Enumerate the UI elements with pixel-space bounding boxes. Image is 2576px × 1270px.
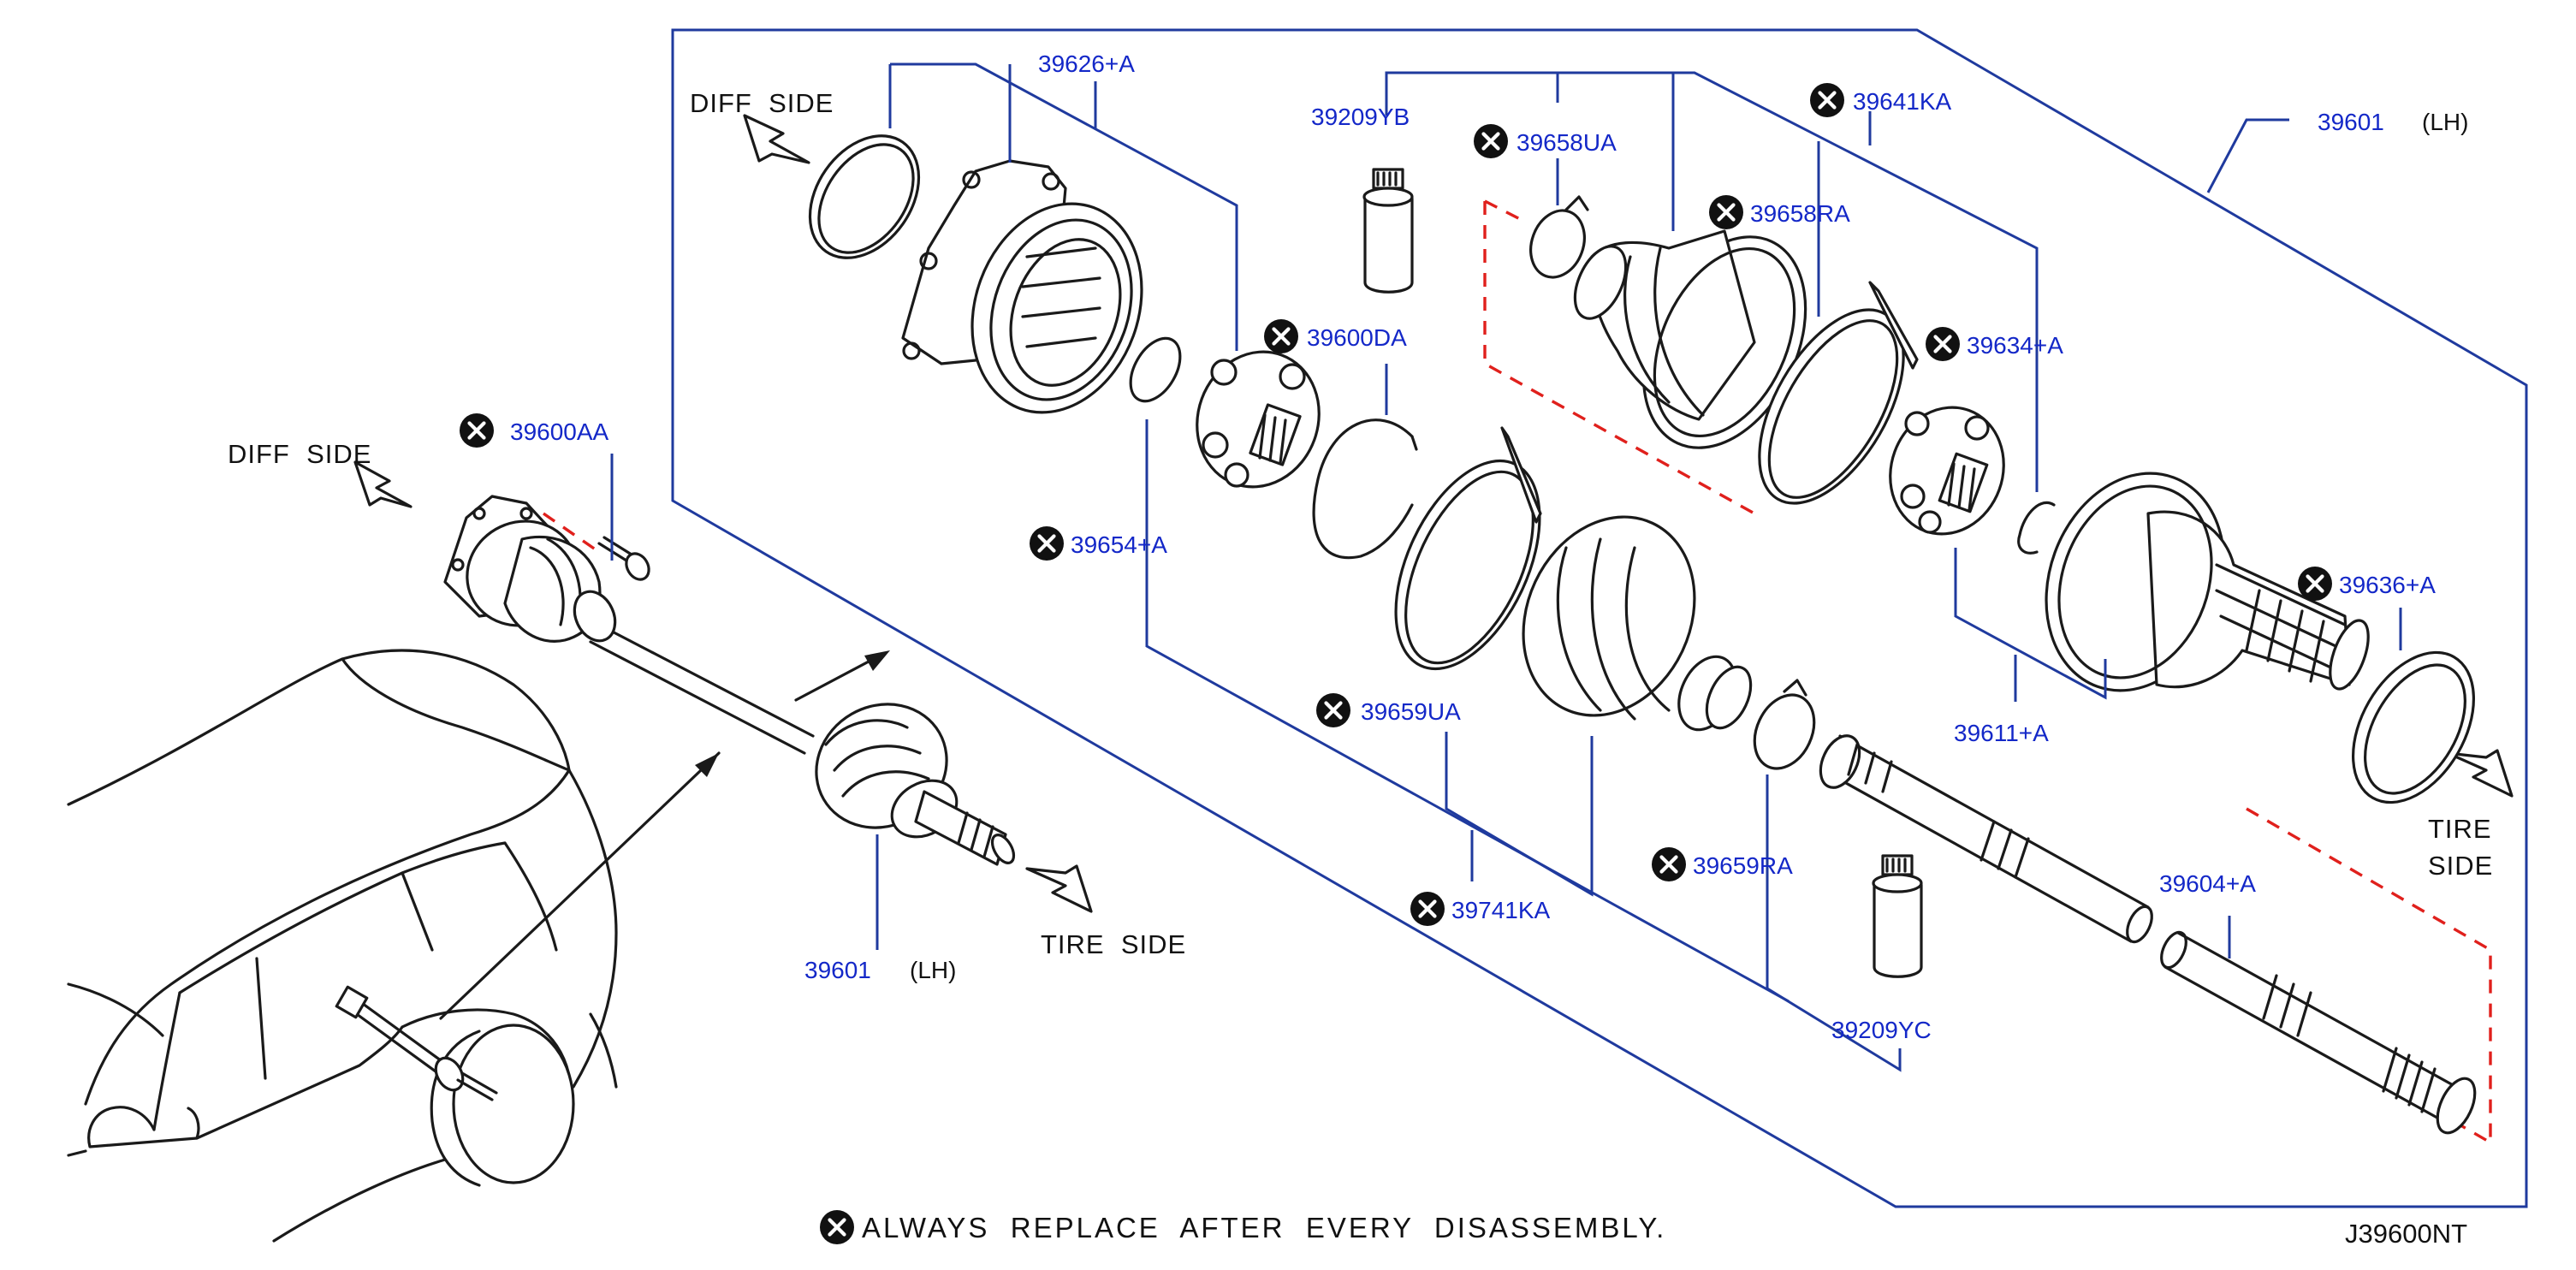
grease-tube bbox=[1872, 854, 1923, 978]
diff-side-label: DIFF SIDE bbox=[228, 439, 371, 469]
x-in-circle-icon bbox=[1810, 83, 1844, 117]
hollow-arrow-icon bbox=[1025, 864, 1093, 913]
assembly-part-number: 39601 bbox=[2318, 109, 2384, 135]
part-number-39600da: 39600DA bbox=[1307, 324, 1407, 351]
tire-side-label: TIRE SIDE bbox=[1041, 929, 1186, 959]
vehicle-sketch bbox=[67, 649, 618, 1243]
hollow-arrow-icon bbox=[2446, 749, 2514, 798]
circlip bbox=[1129, 336, 1182, 403]
diagram-code: J39600NT bbox=[2345, 1219, 2467, 1249]
assembly-part-number-small: 39601 bbox=[804, 957, 871, 983]
small-boot-band bbox=[1529, 209, 1586, 279]
hidden-lines bbox=[1483, 199, 2492, 1145]
inner-boot bbox=[1522, 515, 1753, 732]
hollow-arrow-icon bbox=[353, 460, 413, 508]
x-in-circle-icon bbox=[2298, 567, 2332, 601]
replacement-note: ALWAYS REPLACE AFTER EVERY DISASSEMBLY. bbox=[862, 1212, 1666, 1243]
tire-side-label: TIRE bbox=[2428, 814, 2492, 844]
part-number-39634: 39634+A bbox=[1967, 332, 2063, 359]
large-snap-ring bbox=[1312, 418, 1414, 560]
x-in-circle-icon bbox=[1926, 327, 1960, 361]
x-in-circle-icon bbox=[460, 413, 494, 448]
ball-cage bbox=[1889, 406, 2005, 536]
part-number-39600aa: 39600AA bbox=[510, 418, 609, 445]
part-number-39626: 39626+A bbox=[1038, 50, 1135, 77]
assembly-qualifier-small: (LH) bbox=[910, 957, 956, 983]
tire-side-label: SIDE bbox=[2428, 851, 2493, 881]
part-number-39641ka: 39641KA bbox=[1853, 88, 1952, 115]
x-in-circle-icon bbox=[820, 1210, 854, 1244]
x-in-circle-icon bbox=[1030, 526, 1064, 561]
drive-shaft-lower bbox=[2160, 930, 2477, 1135]
drive-shaft-upper bbox=[1819, 734, 2153, 944]
outer-joint-housing bbox=[2045, 472, 2370, 692]
part-number-39741ka: 39741KA bbox=[1451, 897, 1551, 923]
leader-lines bbox=[610, 62, 2402, 1072]
hollow-arrow-icon bbox=[743, 114, 810, 164]
dust-seal-ring bbox=[2351, 650, 2476, 804]
inner-joint-housing bbox=[901, 159, 1143, 414]
part-number-39209yb: 39209YB bbox=[1311, 104, 1410, 130]
part-number-39659ra: 39659RA bbox=[1693, 852, 1793, 879]
x-in-circle-icon bbox=[1264, 319, 1298, 353]
part-number-39658ua: 39658UA bbox=[1517, 129, 1617, 156]
inner-circlip bbox=[2017, 501, 2056, 555]
part-number-39658ra: 39658RA bbox=[1750, 200, 1850, 227]
assembled-drive-shaft bbox=[443, 495, 1016, 866]
x-in-circle-icon bbox=[1474, 124, 1508, 158]
part-number-39659ua: 39659UA bbox=[1361, 698, 1461, 725]
part-number-labels: 39626+A 39209YB 39658UA 39641KA 39658RA … bbox=[510, 50, 2468, 1043]
x-in-circle-icon bbox=[1316, 693, 1350, 727]
part-number-39654: 39654+A bbox=[1071, 531, 1167, 558]
x-in-circle-icon bbox=[1410, 892, 1445, 926]
part-number-39604: 39604+A bbox=[2159, 870, 2256, 897]
part-number-39611: 39611+A bbox=[1954, 720, 2049, 746]
x-in-circle-icon bbox=[1709, 195, 1743, 229]
part-number-39636: 39636+A bbox=[2339, 572, 2436, 598]
small-inner-band bbox=[1753, 693, 1816, 770]
grease-tube bbox=[1362, 168, 1414, 294]
x-in-circle-icon bbox=[1652, 847, 1686, 881]
snap-ring bbox=[808, 134, 921, 259]
assembly-qualifier: (LH) bbox=[2422, 109, 2468, 135]
part-number-39209yc: 39209YC bbox=[1831, 1017, 1932, 1043]
exploded-view-frame bbox=[671, 28, 2528, 1208]
outer-boot bbox=[1573, 229, 1807, 449]
diff-side-label: DIFF SIDE bbox=[690, 88, 834, 118]
inner-bearing bbox=[1196, 350, 1321, 489]
callout-arrows bbox=[439, 650, 890, 1020]
direction-labels: DIFF SIDE DIFF SIDE TIRE SIDE TIRE SIDE bbox=[228, 88, 2493, 959]
